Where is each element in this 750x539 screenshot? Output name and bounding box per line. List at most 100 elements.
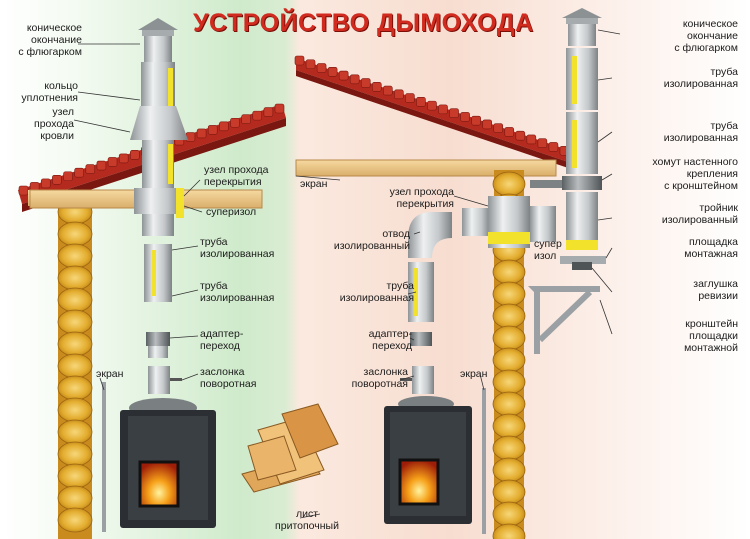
log-ring: [57, 309, 93, 335]
log-ring: [57, 331, 93, 357]
roof-tile: [349, 74, 360, 85]
roof-tile: [63, 171, 73, 182]
log-ring: [57, 265, 93, 291]
label-right-super-izol: супер изол: [534, 238, 562, 262]
label-right-screen-bottom: экран: [460, 368, 488, 380]
roof-tile: [471, 115, 481, 126]
label-right-pipe-2: труба изолированная: [663, 120, 738, 144]
label-left-screen: экран: [96, 368, 124, 380]
roof-tile: [383, 85, 393, 96]
roof-tile: [196, 128, 207, 139]
roof-tile: [52, 175, 62, 185]
left-log-wall: [57, 199, 93, 539]
leader-lines: [73, 29, 621, 519]
roof-tile: [207, 125, 218, 135]
log-ring: [492, 501, 526, 527]
roof-tile: [537, 138, 548, 149]
roof-tile: [449, 108, 459, 118]
label-right-screen-top: экран: [300, 178, 328, 190]
roof-tile: [85, 164, 96, 174]
log-ring: [492, 479, 526, 505]
label-left-roof-pass: узел прохода кровли: [34, 106, 74, 142]
label-left-superizol: суперизол: [206, 206, 257, 218]
roof-tile: [252, 110, 263, 121]
log-ring: [492, 523, 526, 539]
roof-tile: [515, 130, 526, 141]
firewood-icon: [241, 403, 339, 493]
roof-tile: [40, 178, 51, 189]
log-ring: [57, 375, 93, 401]
log-ring: [492, 369, 526, 395]
log-ring: [57, 463, 93, 489]
label-right-plug: заглушка ревизии: [693, 278, 738, 302]
log-ring: [57, 397, 93, 423]
log-ring: [492, 325, 526, 351]
right-internal-pipes: [400, 196, 556, 394]
roof-tile: [305, 59, 316, 70]
left-screen-panel: [102, 382, 106, 532]
roof-tile: [316, 63, 327, 73]
roof-tile: [263, 107, 274, 117]
roof-tile: [274, 103, 285, 114]
roof-tile: [493, 123, 504, 133]
roof-tile: [230, 117, 240, 128]
roof-tile: [526, 134, 537, 145]
roof-tile: [482, 119, 492, 130]
log-ring: [57, 419, 93, 445]
left-chimney: [130, 18, 188, 394]
roof-tile: [504, 127, 515, 137]
label-right-adapter: адаптер- переход: [368, 328, 412, 352]
roof-tile: [394, 89, 404, 100]
label-left-adapter: адаптер- переход: [200, 328, 244, 352]
label-right-tee: тройник изолированный: [661, 202, 738, 226]
log-ring: [492, 303, 526, 329]
label-left-ceiling-pass: узел прохода перекрытия: [204, 164, 269, 188]
roof-tile: [294, 55, 305, 66]
log-ring: [492, 347, 526, 373]
log-ring: [57, 507, 93, 533]
left-stove: [120, 398, 216, 528]
roof-tile: [338, 70, 349, 81]
log-ring: [57, 243, 93, 269]
right-external-chimney: [528, 8, 606, 354]
log-ring: [492, 391, 526, 417]
log-ring: [57, 221, 93, 247]
label-right-bracket: кронштейн площадки монтажной: [684, 318, 738, 354]
right-ceiling-board: [295, 159, 557, 177]
label-left-pipe-1: труба изолированная: [200, 236, 275, 260]
log-ring: [492, 457, 526, 483]
roof-tile: [427, 100, 437, 111]
log-ring: [57, 353, 93, 379]
right-screen-panel: [482, 388, 486, 534]
roof-tile: [18, 185, 29, 196]
label-right-platform: площадка монтажная: [684, 236, 738, 260]
roof-tile: [118, 153, 129, 164]
roof-tile: [371, 82, 382, 92]
roof-tile: [74, 167, 84, 178]
roof-tile: [327, 66, 338, 77]
label-right-pipe: труба изолированная: [339, 280, 414, 304]
label-right-pipe-1: труба изолированная: [663, 66, 738, 90]
log-ring: [492, 259, 526, 285]
roof-tile: [96, 160, 107, 171]
label-right-ceiling-pass: узел прохода перекрытия: [389, 186, 454, 210]
label-sheet: лист притопочный: [275, 508, 339, 532]
roof-tile: [460, 112, 470, 122]
label-left-damper: заслонка поворотная: [200, 366, 257, 390]
label-left-cap: коническое окончание с флюгарком: [18, 22, 82, 58]
log-ring: [492, 413, 526, 439]
roof-tile: [438, 104, 448, 115]
label-right-cap: коническое окончание с флюгарком: [674, 18, 738, 54]
label-left-pipe-2: труба изолированная: [200, 280, 275, 304]
roof-tile: [107, 157, 118, 167]
label-right-elbow: отвод изолированный: [333, 228, 410, 252]
right-stove: [384, 396, 472, 524]
roof-tile: [360, 78, 371, 88]
roof-tile: [241, 114, 251, 124]
log-ring: [57, 441, 93, 467]
roof-tile: [548, 142, 559, 152]
log-ring: [492, 171, 526, 197]
log-ring: [57, 485, 93, 511]
